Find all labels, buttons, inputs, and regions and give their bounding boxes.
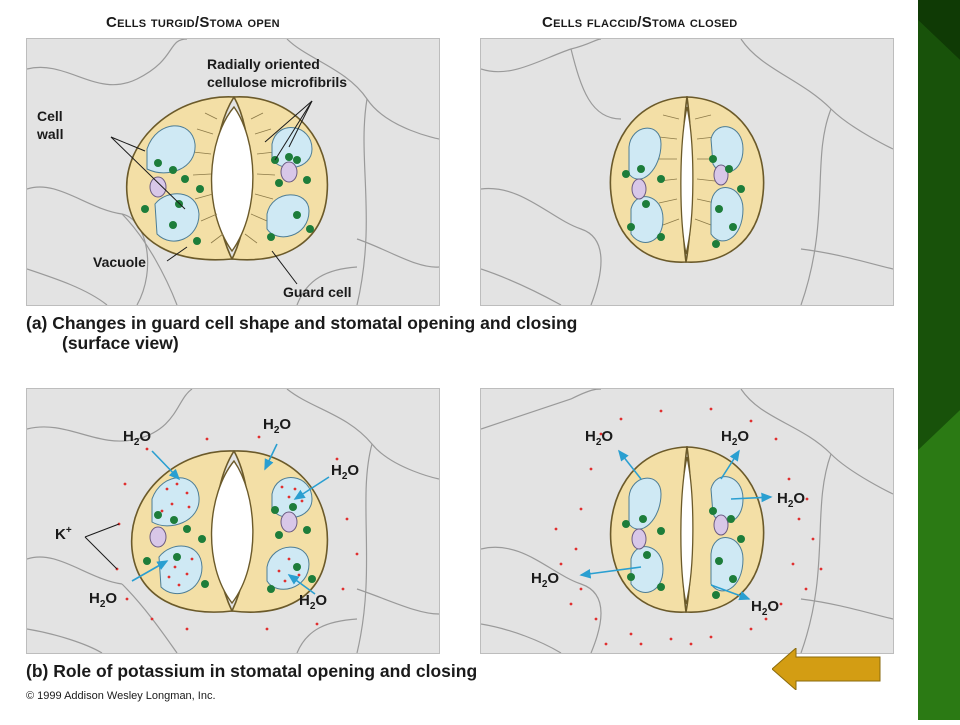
caption-b: (b) Role of potassium in stomatal openin… [26, 661, 478, 681]
caption-a-line2: (surface view) [62, 333, 179, 353]
h2o-label-5: H2O [299, 592, 327, 612]
label-vacuole: Vacuole [93, 254, 146, 270]
h2o-out-label-1: H2O [585, 428, 613, 448]
title-open: Cells turgid/Stoma open [106, 14, 280, 31]
label-cell-wall-2: wall [36, 126, 63, 142]
label-microfibrils-2: cellulose microfibrils [207, 74, 347, 90]
h2o-label-1: H2O [123, 428, 151, 448]
title-closed: Cells flaccid/Stoma closed [542, 14, 738, 31]
potassium-open-drawing: H2O H2O H2O H2O H2O K+ [27, 389, 439, 653]
k-ion-label: K+ [55, 525, 72, 543]
back-button[interactable] [771, 646, 882, 692]
left-arrow-icon [771, 646, 881, 692]
panel-b-open: H2O H2O H2O H2O H2O K+ [26, 388, 440, 654]
panel-b-closed: H2O H2O H2O H2O H2O [480, 388, 894, 654]
sidebar-decoration [918, 0, 960, 720]
panel-a-closed [480, 38, 894, 306]
stoma-closed-drawing [481, 39, 893, 305]
label-microfibrils-1: Radially oriented [207, 56, 320, 72]
label-guard-cell: Guard cell [283, 284, 351, 300]
h2o-out-label-3: H2O [777, 490, 805, 510]
h2o-label-3: H2O [331, 462, 359, 482]
stoma-open-drawing: Radially oriented cellulose microfibrils… [27, 39, 439, 305]
caption-a-line1: (a) Changes in guard cell shape and stom… [26, 313, 578, 333]
green-sidebar [918, 0, 960, 720]
panel-a-open: Radially oriented cellulose microfibrils… [26, 38, 440, 306]
h2o-label-4: H2O [89, 590, 117, 610]
h2o-label-2: H2O [263, 416, 291, 436]
h2o-out-label-2: H2O [721, 428, 749, 448]
h2o-out-label-5: H2O [751, 598, 779, 618]
potassium-closed-drawing: H2O H2O H2O H2O H2O [481, 389, 893, 653]
copyright: © 1999 Addison Wesley Longman, Inc. [26, 690, 216, 702]
label-cell-wall-1: Cell [37, 108, 63, 124]
h2o-out-label-4: H2O [531, 570, 559, 590]
